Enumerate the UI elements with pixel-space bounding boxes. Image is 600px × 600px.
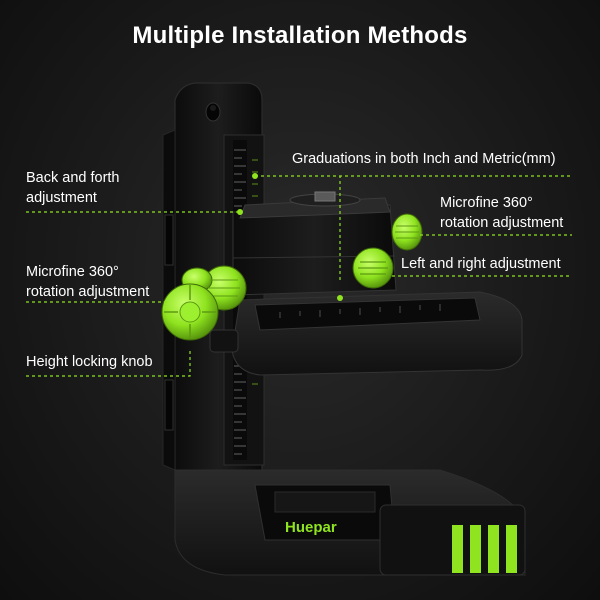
label-height-locking: Height locking knob	[26, 354, 153, 370]
callout-height-lock	[26, 350, 191, 377]
left-right-knob	[352, 247, 394, 289]
label-back-forth-line1: Back and forth	[26, 170, 120, 186]
callout-lines	[26, 175, 572, 377]
label-microfine-left-line1: Microfine 360°	[26, 264, 119, 280]
microfine-right-knob	[391, 213, 423, 251]
horizontal-tray	[231, 291, 523, 376]
green-grip-strips	[452, 525, 517, 573]
label-microfine-right-line2: rotation adjustment	[440, 215, 564, 231]
label-back-forth: Back and forth adjustment	[26, 168, 120, 208]
label-microfine-left: Microfine 360° rotation adjustment	[26, 262, 149, 302]
label-back-forth-line2: adjustment	[26, 190, 97, 206]
height-locking-knob	[209, 329, 239, 353]
label-left-right: Left and right adjustment	[401, 256, 561, 272]
page-title: Multiple Installation Methods	[132, 22, 468, 49]
callout-dots	[237, 173, 343, 301]
label-graduations: Graduations in both Inch and Metric(mm)	[292, 151, 556, 167]
label-microfine-right: Microfine 360° rotation adjustment	[440, 193, 563, 233]
microfine-left-knob	[161, 283, 219, 341]
brand-logo: Huepar	[285, 519, 337, 536]
base	[174, 469, 526, 576]
label-microfine-right-line1: Microfine 360°	[440, 195, 533, 211]
label-microfine-left-line2: rotation adjustment	[26, 284, 150, 300]
